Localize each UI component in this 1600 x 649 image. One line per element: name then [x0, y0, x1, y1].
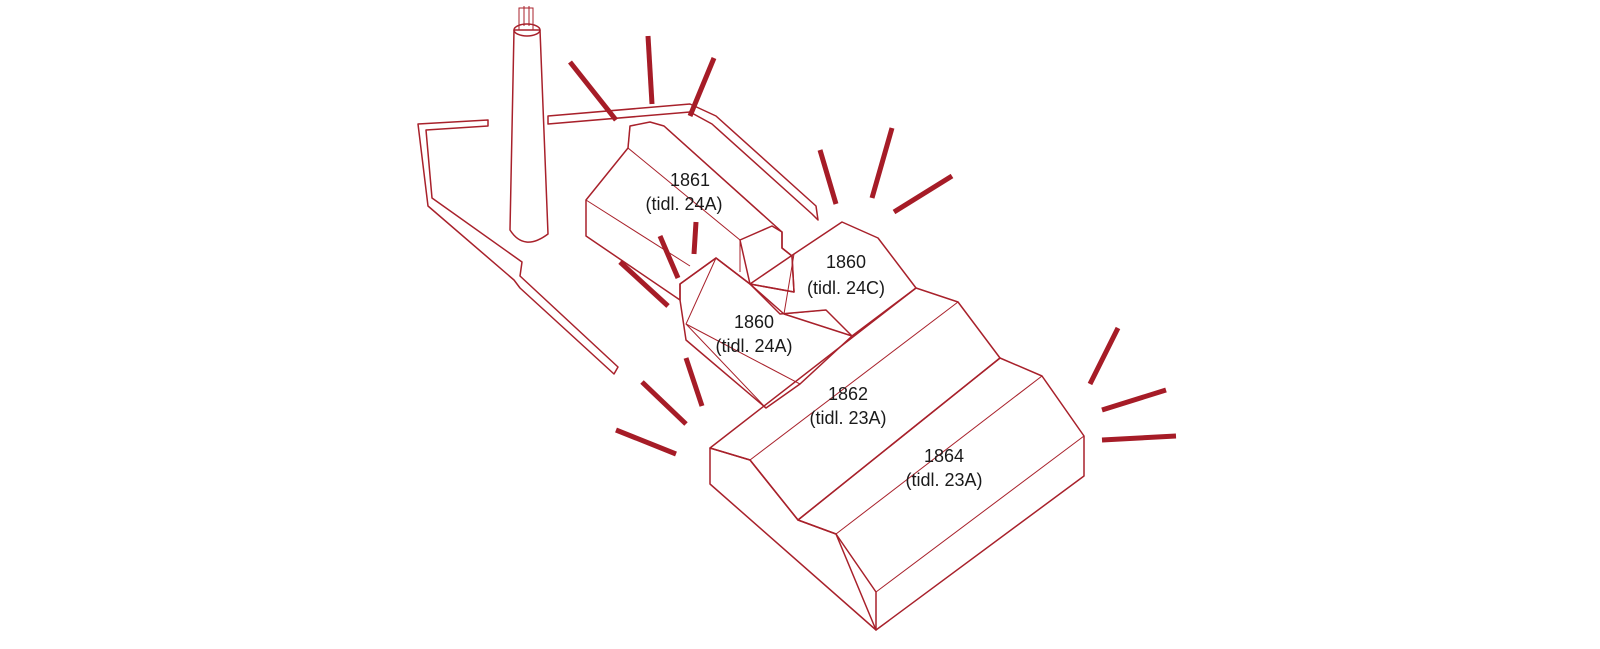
label-former: (tidl. 24A) — [645, 194, 722, 214]
label-year: 1860 — [826, 252, 866, 272]
label-1860-24a: 1860 (tidl. 24A) — [715, 312, 792, 356]
label-1860-24c: 1860 (tidl. 24C) — [807, 252, 885, 298]
ray — [1101, 387, 1167, 413]
ray — [645, 35, 655, 105]
building-1864 — [709, 357, 1085, 631]
ray — [691, 221, 699, 255]
label-1862: 1862 (tidl. 23A) — [809, 384, 886, 428]
ray — [1087, 326, 1121, 386]
label-1861: 1861 (tidl. 24A) — [645, 170, 722, 214]
ray — [568, 60, 618, 122]
ray — [869, 127, 895, 199]
label-year: 1864 — [924, 446, 964, 466]
ray — [615, 427, 677, 457]
ray — [618, 260, 670, 308]
building-1860-24a — [679, 257, 853, 409]
label-former: (tidl. 23A) — [905, 470, 982, 490]
label-former: (tidl. 23A) — [809, 408, 886, 428]
label-year: 1861 — [670, 170, 710, 190]
ray — [892, 173, 954, 215]
ray — [1101, 433, 1177, 443]
label-year: 1862 — [828, 384, 868, 404]
label-former: (tidl. 24A) — [715, 336, 792, 356]
ray — [657, 235, 681, 279]
ray — [640, 380, 688, 426]
label-year: 1860 — [734, 312, 774, 332]
chimney — [509, 6, 549, 243]
ray — [687, 57, 717, 117]
emphasis-rays — [568, 35, 1177, 457]
ray — [817, 149, 839, 205]
label-1864: 1864 (tidl. 23A) — [905, 446, 982, 490]
courtyard-wall — [417, 103, 819, 375]
ray — [683, 357, 705, 407]
label-former: (tidl. 24C) — [807, 278, 885, 298]
